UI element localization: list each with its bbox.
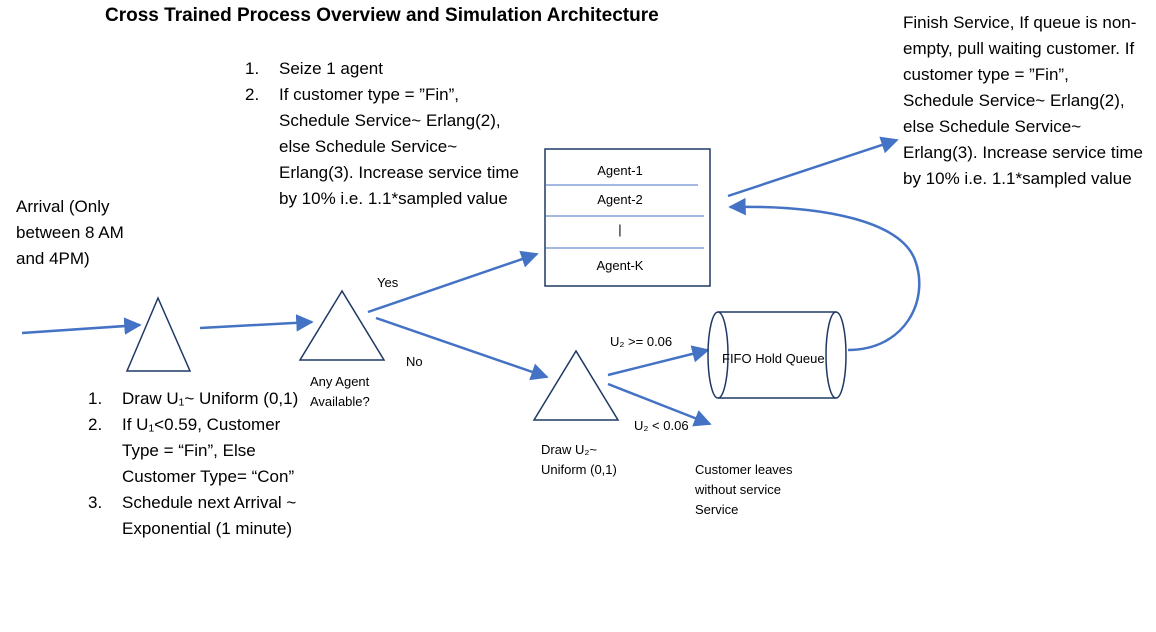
agent-ellipsis-label: |: [618, 222, 622, 237]
agent-pool-box: [544, 148, 711, 287]
page-title: Cross Trained Process Overview and Simul…: [105, 5, 659, 26]
no-label: No: [406, 354, 423, 369]
agent-2-label: Agent-2: [597, 192, 643, 207]
arrival-triangle: [125, 296, 192, 372]
service-step: 1.Seize 1 agent: [245, 59, 383, 78]
arrival-step: 2.If U₁<0.59, Customer Type = “Fin”, Els…: [88, 415, 295, 486]
service-step: 2.If customer type = ”Fin”, Schedule Ser…: [245, 85, 519, 208]
leaves-label: Customer leaves without service Service: [695, 462, 793, 517]
agent-k-label: Agent-K: [596, 258, 644, 273]
finish-arrow: [727, 136, 899, 198]
u2-draw-label: Draw U₂~ Uniform (0,1): [541, 442, 617, 477]
finish-text: Finish Service, If queue is non- empty, …: [903, 13, 1143, 188]
queue-cylinder-back: [707, 311, 729, 399]
queue-return-arrow: [728, 197, 921, 352]
decision-label: Any Agent Available?: [310, 374, 370, 409]
leave-arrow: [607, 382, 712, 427]
decision-triangle: [298, 289, 386, 361]
no-arrow: [375, 316, 549, 381]
arrival-steps: 1.Draw U₁~ Uniform (0,1) 2.If U₁<0.59, C…: [88, 386, 303, 542]
arrival-step: 3.Schedule next Arrival ~ Exponential (1…: [88, 493, 297, 538]
queue-cylinder-body: [718, 311, 836, 399]
queue-label: FIFO Hold Queue: [722, 351, 825, 366]
to-queue-arrow: [607, 345, 710, 377]
agent-1-label: Agent-1: [597, 163, 643, 178]
arrival-arrow: [21, 317, 142, 335]
to-decision-arrow: [199, 314, 314, 332]
yes-arrow: [367, 250, 539, 314]
arrival-step: 1.Draw U₁~ Uniform (0,1): [88, 389, 299, 408]
u2-ge-label: U₂ >= 0.06: [610, 334, 673, 349]
service-steps: 1.Seize 1 agent 2.If customer type = ”Fi…: [245, 56, 530, 212]
yes-label: Yes: [377, 275, 399, 290]
u2-lt-label: U₂ < 0.06: [634, 418, 689, 433]
arrival-label: Arrival (Only between 8 AM and 4PM): [16, 197, 124, 268]
queue-cylinder-front: [825, 311, 847, 399]
u2-draw-triangle: [532, 349, 620, 421]
